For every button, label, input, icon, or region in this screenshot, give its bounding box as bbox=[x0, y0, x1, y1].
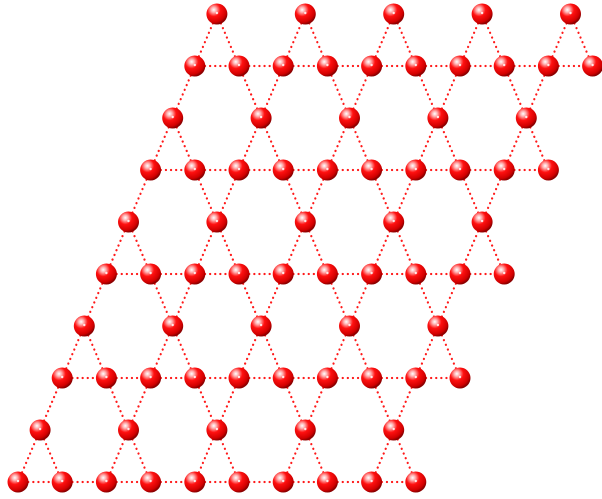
atom bbox=[74, 316, 95, 337]
atom bbox=[405, 56, 426, 77]
atom bbox=[229, 368, 250, 389]
atom bbox=[118, 212, 139, 233]
atom bbox=[162, 108, 183, 129]
atom bbox=[538, 56, 559, 77]
atom bbox=[140, 264, 161, 285]
atom bbox=[450, 368, 471, 389]
atom bbox=[229, 56, 250, 77]
atom bbox=[494, 264, 515, 285]
atom bbox=[273, 472, 294, 493]
atom bbox=[184, 368, 205, 389]
atom bbox=[450, 56, 471, 77]
atom bbox=[494, 56, 515, 77]
atom bbox=[361, 56, 382, 77]
atom bbox=[516, 108, 537, 129]
atom bbox=[317, 264, 338, 285]
atom bbox=[52, 368, 73, 389]
atom bbox=[273, 160, 294, 181]
atom bbox=[96, 368, 117, 389]
atom bbox=[206, 212, 227, 233]
atom bbox=[317, 368, 338, 389]
atom bbox=[405, 368, 426, 389]
atom bbox=[427, 316, 448, 337]
bond-layer bbox=[18, 14, 593, 482]
atom bbox=[472, 4, 493, 25]
atom bbox=[184, 56, 205, 77]
atom bbox=[295, 4, 316, 25]
atom bbox=[184, 264, 205, 285]
atom bbox=[361, 160, 382, 181]
atom bbox=[184, 160, 205, 181]
atom bbox=[184, 472, 205, 493]
atom-layer bbox=[8, 4, 602, 493]
atom bbox=[383, 420, 404, 441]
atom bbox=[361, 472, 382, 493]
atom bbox=[273, 56, 294, 77]
atom bbox=[52, 472, 73, 493]
atom bbox=[251, 316, 272, 337]
atom bbox=[383, 212, 404, 233]
atom bbox=[339, 316, 360, 337]
atom bbox=[140, 472, 161, 493]
atom bbox=[450, 160, 471, 181]
atom bbox=[427, 108, 448, 129]
atom bbox=[8, 472, 29, 493]
atom bbox=[560, 4, 581, 25]
atom bbox=[273, 368, 294, 389]
atom bbox=[162, 316, 183, 337]
atom bbox=[405, 472, 426, 493]
atom bbox=[383, 4, 404, 25]
atom bbox=[472, 212, 493, 233]
atom bbox=[96, 472, 117, 493]
atom bbox=[140, 160, 161, 181]
atom bbox=[450, 264, 471, 285]
atom bbox=[206, 4, 227, 25]
atom bbox=[538, 160, 559, 181]
atom bbox=[317, 56, 338, 77]
atom bbox=[317, 160, 338, 181]
atom bbox=[405, 264, 426, 285]
atom bbox=[339, 108, 360, 129]
atom bbox=[361, 368, 382, 389]
atom bbox=[273, 264, 294, 285]
atom bbox=[30, 420, 51, 441]
atom bbox=[582, 56, 602, 77]
atom bbox=[229, 160, 250, 181]
atom bbox=[229, 472, 250, 493]
atom bbox=[405, 160, 426, 181]
atom bbox=[251, 108, 272, 129]
atom bbox=[140, 368, 161, 389]
atom bbox=[229, 264, 250, 285]
atom bbox=[96, 264, 117, 285]
atom bbox=[494, 160, 515, 181]
atom bbox=[295, 420, 316, 441]
atom bbox=[206, 420, 227, 441]
atom bbox=[118, 420, 139, 441]
atom bbox=[295, 212, 316, 233]
atom bbox=[317, 472, 338, 493]
atom bbox=[361, 264, 382, 285]
